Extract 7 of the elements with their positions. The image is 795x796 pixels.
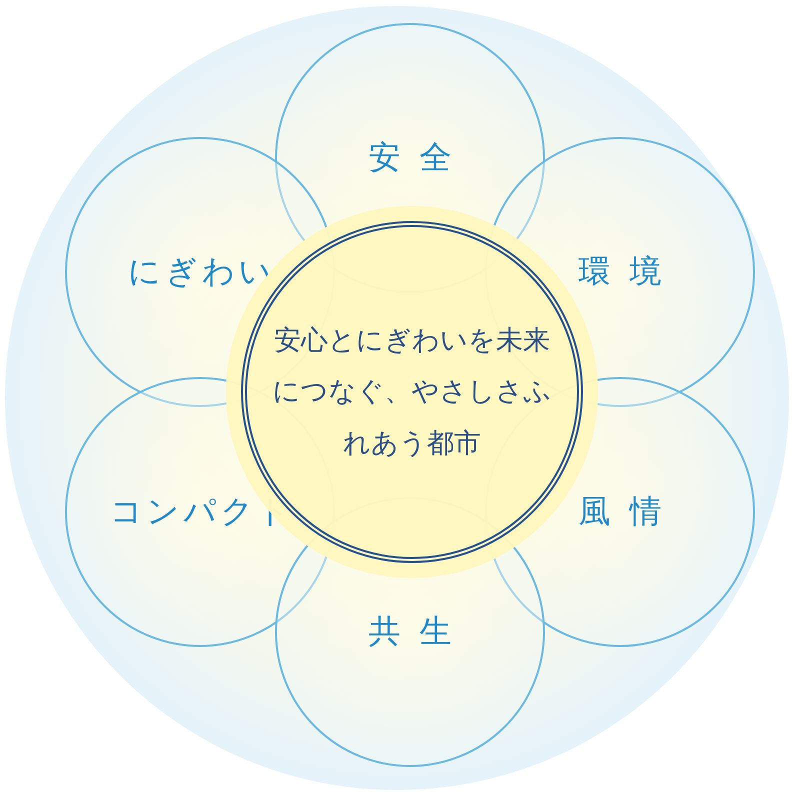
- theme-label: コンパクト: [110, 491, 294, 532]
- theme-label: 安全: [368, 137, 471, 178]
- theme-label: 環境: [578, 251, 681, 292]
- theme-label: 風情: [578, 491, 681, 532]
- theme-label: 共生: [368, 611, 471, 652]
- theme-label: にぎわい: [128, 251, 276, 292]
- motto-text: 安心とにぎわいを未来につなぐ、やさしさふれあう都市: [272, 324, 552, 461]
